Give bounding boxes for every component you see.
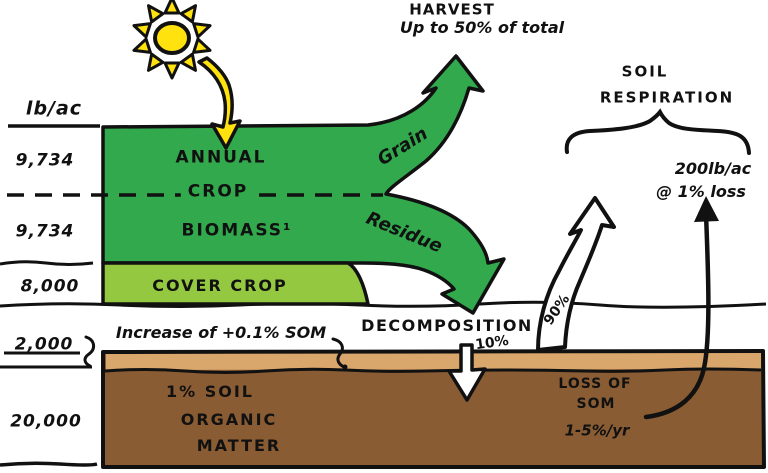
sunlight-arrow-down-icon — [197, 56, 242, 150]
axis-value-increase: 2,000 — [14, 334, 74, 355]
som-loss-label-line3: 1-5%/yr — [564, 421, 630, 440]
harvest-subtitle: Up to 50% of total — [399, 18, 565, 37]
som-loss-arrow-shaft — [643, 211, 711, 420]
increase-som-label: Increase of +0.1% SOM — [115, 323, 327, 342]
soil-respiration-label-line1: SOIL — [621, 62, 669, 81]
sun-icon — [132, 0, 212, 80]
soil-topsoil-strip — [106, 353, 761, 370]
som-loss-label-line2: SOM — [576, 396, 616, 412]
respiration-arrow-up-icon — [536, 196, 616, 352]
soil-om-label-line1: 1% SOIL — [165, 382, 255, 401]
annual-crop-label-line2: CROP — [180, 181, 256, 203]
axis-unit-label: lb/ac — [25, 97, 83, 120]
annual-crop-label-line1: ANNUAL — [175, 147, 267, 168]
axis-value-som: 20,000 — [10, 411, 82, 432]
increase-pointer-dot — [342, 364, 348, 370]
soil-respiration-brace — [564, 108, 751, 155]
som-loss-arrowhead — [694, 196, 719, 222]
topsoil-divider-line — [104, 367, 762, 374]
annual-crop-label-line3: BIOMASS¹ — [181, 220, 293, 241]
axis-line-bottom — [0, 461, 98, 467]
axis-value-residue: 9,734 — [15, 221, 75, 242]
axis-2000-squiggle — [83, 335, 95, 368]
increase-pointer-squiggle — [331, 337, 346, 369]
soil-om-label-line3: MATTER — [196, 436, 282, 455]
annual-crop-band-with-grain-residue-arrows — [101, 54, 506, 315]
respiration-rate-line1: 200lb/ac — [674, 159, 752, 178]
som-loss-label-line1: LOSS OF — [558, 376, 632, 392]
soil-om-label-line2: ORGANIC — [180, 410, 278, 429]
cover-crop-band — [101, 261, 370, 306]
axis-line-8000-top — [0, 260, 94, 266]
decomposition-label: DECOMPOSITION — [361, 316, 533, 335]
axis-value-cover-crop: 8,000 — [20, 276, 80, 297]
harvest-title: HARVEST — [409, 0, 495, 19]
soil-respiration-label-line2: RESPIRATION — [599, 88, 735, 107]
respiration-rate-line2: @ 1% loss — [656, 182, 746, 201]
axis-value-grain: 9,734 — [15, 150, 75, 171]
cover-crop-label: COVER CROP — [152, 276, 288, 295]
decomposition-arrow-down-icon — [447, 343, 487, 402]
